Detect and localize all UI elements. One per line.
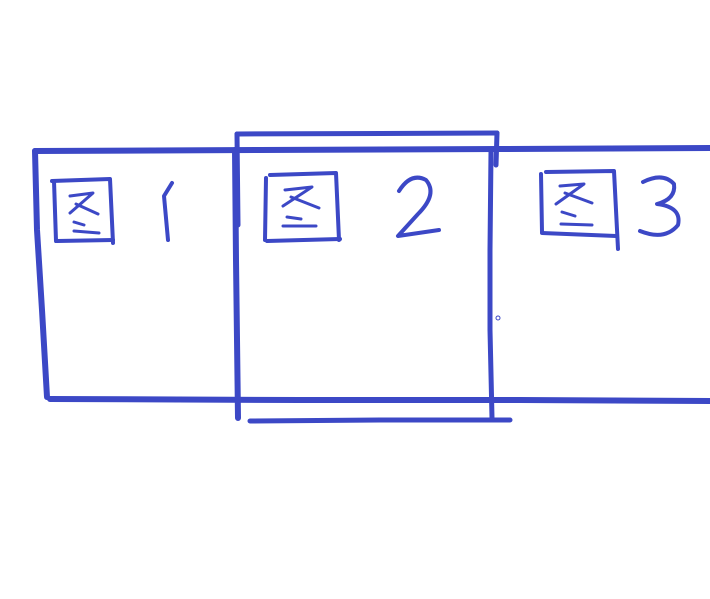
tu-character-2 — [263, 171, 342, 243]
highlight-frame-left — [234, 131, 241, 228]
highlight-frame-top — [234, 130, 500, 137]
highlight-frame-right-upper — [493, 130, 500, 168]
carousel-strip — [32, 145, 710, 421]
digit-1 — [162, 181, 174, 242]
digit-2 — [396, 175, 441, 238]
tu-character-1 — [50, 177, 115, 245]
panel-1: 图 1 — [50, 177, 174, 245]
highlight-frame-bottom — [247, 417, 513, 424]
tu-character-3 — [539, 169, 620, 251]
digit-3 — [638, 175, 681, 237]
strip-top-border — [32, 145, 710, 154]
strip-left-border — [32, 148, 50, 400]
strip-bottom-border — [47, 396, 710, 404]
panel-3: 图 3 — [539, 169, 681, 251]
tiny-dot — [495, 315, 501, 321]
highlight-frame — [234, 130, 513, 424]
panel-2: 图 2 — [263, 171, 441, 243]
highlight-frame-right — [487, 149, 495, 421]
